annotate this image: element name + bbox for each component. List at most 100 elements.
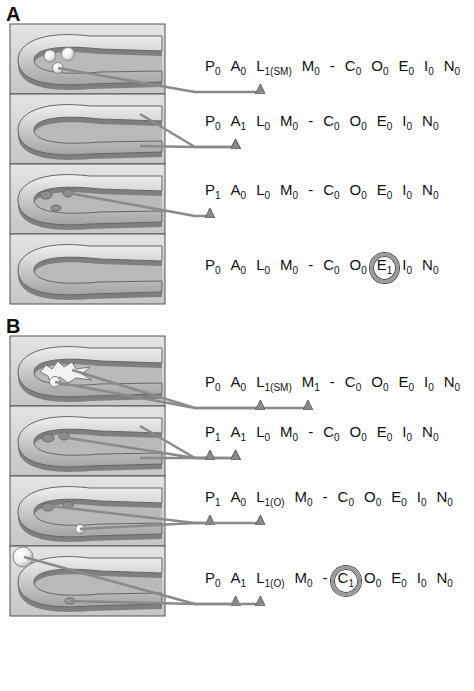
code-subscript: 0 bbox=[407, 121, 413, 132]
code-subscript: 0 bbox=[387, 121, 393, 132]
code-letter: E bbox=[377, 181, 387, 198]
leader-arrow bbox=[24, 557, 236, 604]
code-letter: L bbox=[256, 256, 264, 273]
code-subscript: 1 bbox=[241, 432, 247, 443]
code-letter: L bbox=[256, 112, 264, 129]
code-token: M0 bbox=[280, 422, 298, 448]
pocket-shape bbox=[18, 347, 162, 402]
code-subscript: 1 bbox=[348, 578, 354, 589]
code-subscript: 0 bbox=[265, 121, 271, 132]
code-token: A1 bbox=[231, 422, 247, 448]
code-letter: M bbox=[302, 373, 315, 390]
code-token: - bbox=[308, 255, 313, 275]
code-subscript: 0 bbox=[401, 497, 407, 508]
code-letter: C bbox=[323, 423, 334, 440]
code-token: M0 bbox=[280, 255, 298, 281]
pocket-panel bbox=[10, 164, 165, 234]
code-letter: L bbox=[256, 569, 264, 586]
code-letter: E bbox=[391, 569, 401, 586]
code-subscript: 0 bbox=[447, 578, 453, 589]
leader-arrow bbox=[72, 370, 308, 408]
code-token: L1(O) bbox=[256, 568, 284, 594]
code-token: - bbox=[323, 568, 328, 588]
code-letter: P bbox=[205, 373, 215, 390]
code-letter: A bbox=[231, 373, 241, 390]
code-letter: C bbox=[338, 488, 349, 505]
code-token: O0 bbox=[364, 568, 381, 594]
code-token: L0 bbox=[256, 422, 270, 448]
code-subscript: 0 bbox=[433, 190, 439, 201]
code-letter: E bbox=[391, 488, 401, 505]
code-subscript: 0 bbox=[241, 382, 247, 393]
code-subscript: 1(O) bbox=[265, 497, 285, 508]
code-letter: N bbox=[422, 112, 433, 129]
code-subscript: 0 bbox=[241, 497, 247, 508]
code-subscript: 0 bbox=[334, 190, 340, 201]
code-letter: - bbox=[330, 57, 335, 74]
code-subscript: 0 bbox=[334, 121, 340, 132]
code-subscript: 0 bbox=[421, 497, 427, 508]
code-token: N0 bbox=[422, 422, 438, 448]
code-subscript: 0 bbox=[387, 190, 393, 201]
code-token: - bbox=[323, 487, 328, 507]
code-letter: L bbox=[256, 373, 264, 390]
code-letter: E bbox=[377, 423, 387, 440]
code-subscript: 0 bbox=[401, 578, 407, 589]
code-subscript: 0 bbox=[293, 432, 299, 443]
code-subscript: 0 bbox=[421, 578, 427, 589]
code-subscript: 1(O) bbox=[265, 578, 285, 589]
code-letter: N bbox=[422, 256, 433, 273]
code-token: N0 bbox=[422, 180, 438, 206]
code-letter: E bbox=[377, 256, 387, 273]
code-letter: N bbox=[422, 423, 433, 440]
pocket-shape bbox=[18, 245, 162, 300]
code-token: A0 bbox=[231, 180, 247, 206]
code-token: L0 bbox=[256, 255, 270, 281]
code-letter: M bbox=[280, 423, 293, 440]
code-token: C0 bbox=[323, 255, 339, 281]
code-token: A1 bbox=[231, 111, 247, 137]
code-line: P0A1L0M0-C0O0E0I0N0 bbox=[205, 111, 448, 131]
code-token: P0 bbox=[205, 372, 221, 398]
code-token: O0 bbox=[350, 111, 367, 137]
code-token: N0 bbox=[422, 255, 438, 281]
code-letter: I bbox=[402, 112, 406, 129]
code-token: N0 bbox=[437, 487, 453, 513]
code-token: A1 bbox=[231, 568, 247, 594]
code-subscript: 0 bbox=[361, 190, 367, 201]
code-line: P0A0L0M0-C0O0E1I0N0 bbox=[205, 255, 448, 275]
code-line: P1A0L0M0-C0O0E0I0N0 bbox=[205, 180, 448, 200]
code-letter: A bbox=[231, 423, 241, 440]
panel-frame bbox=[10, 234, 165, 304]
code-token: - bbox=[308, 111, 313, 131]
code-token: L1(SM) bbox=[256, 372, 292, 398]
code-token: N0 bbox=[444, 372, 460, 398]
code-subscript: 0 bbox=[356, 66, 362, 77]
code-token: C0 bbox=[323, 422, 339, 448]
code-letter: - bbox=[308, 112, 313, 129]
code-letter: M bbox=[280, 256, 293, 273]
code-letter: O bbox=[350, 256, 362, 273]
code-letter: N bbox=[444, 57, 455, 74]
code-subscript: 0 bbox=[215, 121, 221, 132]
code-letter: N bbox=[422, 181, 433, 198]
code-letter: M bbox=[280, 181, 293, 198]
code-token: A0 bbox=[231, 56, 247, 82]
code-letter: O bbox=[364, 569, 376, 586]
code-subscript: 0 bbox=[361, 432, 367, 443]
code-subscript: 0 bbox=[407, 432, 413, 443]
code-letter: I bbox=[402, 423, 406, 440]
code-token: C0 bbox=[338, 487, 354, 513]
code-letter: O bbox=[350, 181, 362, 198]
code-letter: C bbox=[323, 112, 334, 129]
code-letter: C bbox=[323, 181, 334, 198]
leader-arrow bbox=[62, 437, 210, 458]
panel-frame bbox=[10, 546, 165, 616]
code-letter: N bbox=[437, 488, 448, 505]
code-letter: O bbox=[350, 423, 362, 440]
pocket-panel bbox=[10, 234, 165, 304]
code-subscript: 1 bbox=[387, 265, 393, 276]
code-token: - bbox=[308, 180, 313, 200]
code-subscript: 0 bbox=[307, 578, 313, 589]
leader-arrow bbox=[55, 382, 260, 408]
